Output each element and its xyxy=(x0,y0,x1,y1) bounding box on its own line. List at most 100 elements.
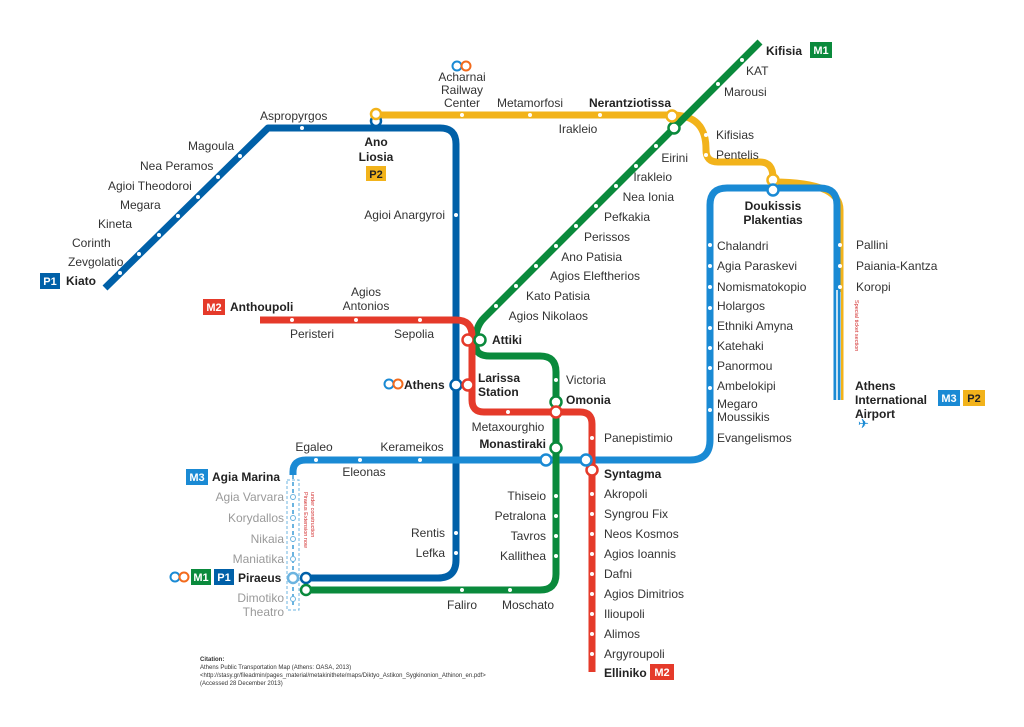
station-dot xyxy=(176,214,180,218)
station-dot xyxy=(590,592,594,596)
m2-badge-anthoupoli: M2 xyxy=(206,302,221,314)
station-label: Agios Nikolaos xyxy=(509,309,588,323)
station-label: Elliniko xyxy=(604,666,647,680)
station-dot xyxy=(238,154,242,158)
station-label: Ano xyxy=(364,135,387,149)
station-dots xyxy=(118,58,842,656)
interchange-monastiraki xyxy=(549,441,563,455)
station-label: Anthoupoli xyxy=(230,300,293,314)
interchange-athens xyxy=(449,378,463,392)
citation-line: (Accessed 28 December 2013) xyxy=(200,681,283,687)
p2-badge-airport: P2 xyxy=(967,393,980,405)
station-dot xyxy=(554,534,558,538)
p2-badge-ano-liosia: P2 xyxy=(369,169,382,181)
station-label: Kifisia xyxy=(766,44,802,58)
extension-note: Piraeus Extension now xyxy=(302,492,308,548)
station-dot xyxy=(554,494,558,498)
station-dot xyxy=(460,113,464,117)
station-label: Syngrou Fix xyxy=(604,507,668,521)
station-dot xyxy=(554,378,558,382)
station-dot xyxy=(460,588,464,592)
station-label: Agios Dimitrios xyxy=(604,587,684,601)
p1-badge-bg xyxy=(40,273,60,289)
station-dot xyxy=(157,233,161,237)
station-dot xyxy=(708,366,712,370)
station-dot xyxy=(454,551,458,555)
station-dot xyxy=(454,213,458,217)
station-label: Nerantziotissa xyxy=(589,96,671,110)
station-label: Agios xyxy=(351,285,381,299)
m3-badge-airport: M3 xyxy=(941,393,956,405)
station-label: Plakentias xyxy=(743,213,803,227)
station-label: Attiki xyxy=(492,333,522,347)
station-dot xyxy=(838,243,842,247)
station-label: Peristeri xyxy=(290,327,334,341)
station-dot xyxy=(418,318,422,322)
interchange-monastiraki-m3 xyxy=(539,453,553,467)
station-dot xyxy=(708,264,712,268)
ose-railway-icon xyxy=(383,378,404,390)
station-label: Akropoli xyxy=(604,487,647,501)
station-label: Ilioupoli xyxy=(604,607,645,621)
station-dot xyxy=(590,532,594,536)
station-dot xyxy=(137,252,141,256)
station-label: Monastiraki xyxy=(479,437,546,451)
station-label: Center xyxy=(444,96,480,110)
station-dot xyxy=(590,572,594,576)
station-label: Antonios xyxy=(343,299,390,313)
station-dot xyxy=(838,264,842,268)
station-label: Holargos xyxy=(717,299,765,313)
station-label: Evangelismos xyxy=(717,431,792,445)
station-dot xyxy=(708,346,712,350)
station-label: Eleonas xyxy=(342,465,385,479)
station-dot xyxy=(590,552,594,556)
station-label: Neos Kosmos xyxy=(604,527,679,541)
station-label: Doukissis xyxy=(745,199,802,213)
station-label: Acharnai xyxy=(438,70,485,84)
station-dot xyxy=(590,492,594,496)
station-dot xyxy=(740,58,744,62)
station-label: Omonia xyxy=(566,393,611,407)
station-label: Kerameikos xyxy=(380,440,443,454)
station-dot xyxy=(574,224,578,228)
station-label: Metamorfosi xyxy=(497,96,563,110)
station-dot xyxy=(634,164,638,168)
station-dot xyxy=(554,244,558,248)
interchanges xyxy=(286,107,780,597)
citation-heading: Citation: xyxy=(200,657,224,663)
ose-railway-icon xyxy=(169,571,190,583)
extension-note: under construction xyxy=(309,492,315,537)
p1-badge: P1 xyxy=(43,276,56,288)
station-dot xyxy=(196,195,200,199)
m1-line xyxy=(305,39,763,594)
station-label: Dafni xyxy=(604,567,632,581)
station-label: Zevgolatio xyxy=(68,255,124,269)
station-label: Petralona xyxy=(495,509,547,523)
interchange-piraeus-m1 xyxy=(299,583,313,597)
station-dot xyxy=(594,204,598,208)
p2-badge-bg xyxy=(366,166,386,181)
station-label: Korydallos xyxy=(228,511,284,525)
station-dot xyxy=(118,271,122,275)
station-dot xyxy=(708,243,712,247)
m2-badge-elliniko: M2 xyxy=(654,667,669,679)
station-label: Kato Patisia xyxy=(526,289,590,303)
station-label: Agios Eleftherios xyxy=(550,269,640,283)
station-label: Nomismatokopio xyxy=(717,280,807,294)
extension-dots xyxy=(290,494,296,602)
station-dot xyxy=(654,144,658,148)
station-dot xyxy=(708,326,712,330)
station-dot xyxy=(708,285,712,289)
station-dot xyxy=(290,536,296,542)
m3-badge-bg xyxy=(938,390,960,406)
interchange-nerantziotissa-p2 xyxy=(665,109,679,123)
station-label: Station xyxy=(478,385,519,399)
station-dot xyxy=(314,458,318,462)
station-label: Aspropyrgos xyxy=(260,109,327,123)
station-dot xyxy=(290,556,296,562)
station-label: Kineta xyxy=(98,217,132,231)
station-label: Liosia xyxy=(359,150,394,164)
interchange-attiki-m1 xyxy=(473,333,487,347)
station-dot xyxy=(598,113,602,117)
